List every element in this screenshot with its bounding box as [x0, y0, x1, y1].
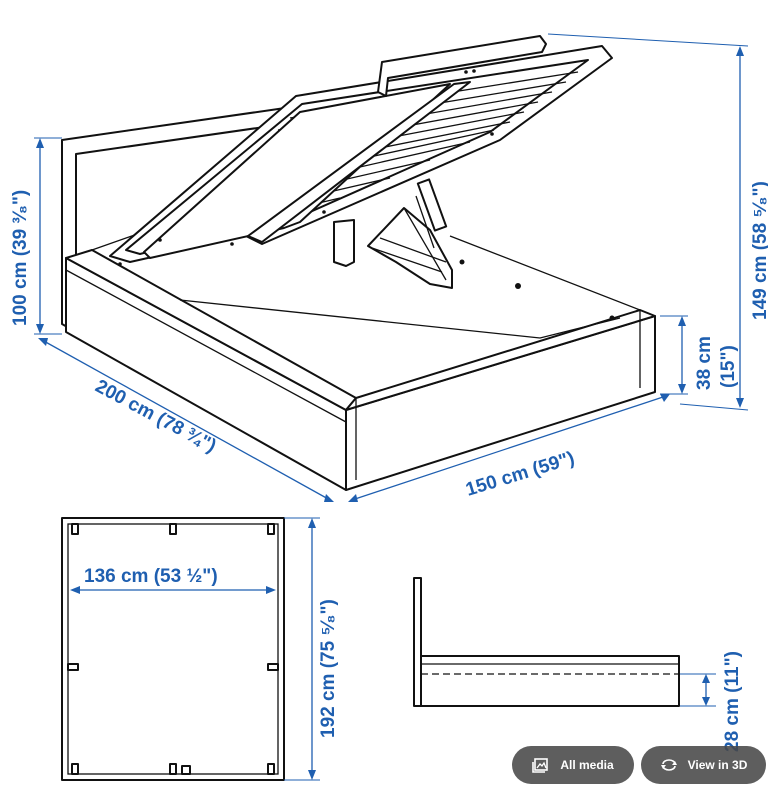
dim-total-height: 149 cm (58 ⁵⁄₈") [750, 181, 768, 320]
bed-top-view [61, 517, 320, 781]
dim-width: 150 cm (59") [463, 448, 577, 501]
view-in-3d-button[interactable]: View in 3D [641, 746, 766, 784]
frame-front-end [345, 315, 656, 491]
all-media-label: All media [560, 758, 614, 772]
support-rail-2 [247, 81, 471, 243]
dim-inner-length: 192 cm (75 ⁵⁄₈") [318, 599, 339, 738]
lift-handle [377, 35, 547, 97]
isometric-dimension-lines [34, 33, 749, 502]
dim-inner-width: 136 cm (53 ½") [84, 566, 218, 587]
gas-lift-mechanism [333, 178, 615, 321]
all-media-button[interactable]: All media [512, 746, 634, 784]
top-view-outer-frame [61, 517, 285, 781]
dim-side-height: 38 cm [694, 336, 715, 390]
dim-headboard-height: 100 cm (39 ³⁄₈") [10, 190, 31, 326]
support-rail-1 [143, 83, 451, 259]
rotate-3d-icon [660, 759, 677, 771]
bed-side-view [413, 577, 716, 707]
dim-side-height-in: (15") [718, 345, 739, 388]
image-gallery-icon [532, 758, 549, 773]
side-view-headboard [413, 577, 422, 707]
view-in-3d-label: View in 3D [687, 758, 748, 772]
dim-under-bed-clearance: 28 cm (11") [722, 651, 743, 752]
bed-isometric-view [61, 35, 656, 491]
